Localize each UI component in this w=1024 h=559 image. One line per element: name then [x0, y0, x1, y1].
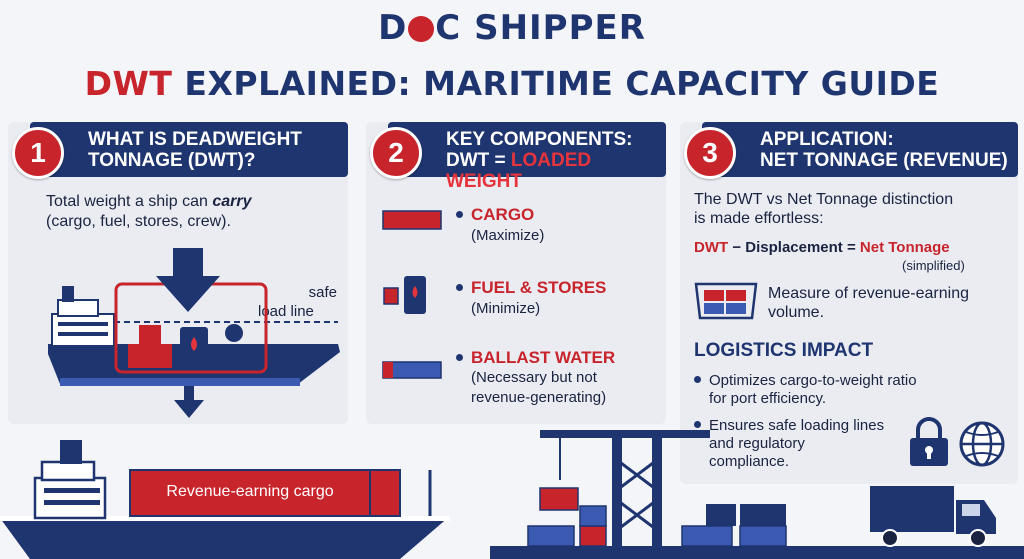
ballast-tank-icon	[382, 361, 442, 379]
panel3-heading-line2: NET TONNAGE (REVENUE)	[760, 150, 1008, 171]
title-rest: EXPLAINED: MARITIME CAPACITY GUIDE	[172, 64, 940, 103]
bullet-dot	[456, 354, 463, 361]
panel-key-components: KEY COMPONENTS: DWT = LOADED WEIGHT 2 CA…	[366, 122, 666, 424]
measure-line2: volume.	[768, 304, 825, 321]
port-crane	[539, 430, 710, 546]
panel2-heading-prefix: DWT =	[446, 150, 511, 171]
cargo-ship	[0, 440, 450, 559]
component-ballast-note1: (Necessary but not	[471, 369, 597, 386]
component-fuel-note: (Minimize)	[471, 300, 541, 317]
load-line-label: load line	[258, 303, 314, 320]
panel-application: APPLICATION: NET TONNAGE (REVENUE) 3 The…	[680, 122, 1018, 484]
panel1-number-badge: 1	[12, 127, 64, 179]
panel1-heading-line2: TONNAGE (DWT)?	[88, 150, 256, 171]
port-scene-illustration	[0, 430, 1024, 559]
panel1-header: WHAT IS DEADWEIGHT TONNAGE (DWT)?	[30, 122, 348, 177]
panel3-number-badge: 3	[684, 127, 736, 179]
impact-bullet-2: Ensures safe loading lines and regulator…	[694, 417, 884, 471]
impact-bullet-2-line3: compliance.	[709, 453, 790, 470]
panel3-description: The DWT vs Net Tonnage distinction is ma…	[694, 190, 953, 228]
globe-icon	[408, 16, 435, 42]
safe-label: safe	[308, 284, 337, 301]
component-cargo-note: (Maximize)	[471, 227, 545, 244]
logo-text-right: C SHIPPER	[435, 8, 646, 48]
logistics-impact-title: LOGISTICS IMPACT	[694, 340, 874, 361]
lock-icon	[910, 417, 948, 466]
cargo-container-icon	[382, 210, 442, 230]
ship-loading-illustration	[48, 248, 340, 418]
impact-bullet-1-line1: Optimizes cargo-to-weight ratio	[709, 372, 917, 389]
bullet-dot	[456, 211, 463, 218]
component-ballast-note2: revenue-generating)	[471, 389, 607, 406]
panel3-desc-line2: is made effortless:	[694, 210, 824, 227]
logo-text-left: D	[378, 8, 408, 48]
panel1-desc-line2: (cargo, fuel, stores, crew).	[46, 213, 231, 230]
panel3-desc-line1: The DWT vs Net Tonnage distinction	[694, 191, 954, 208]
eq-net-tonnage: Net Tonnage	[859, 239, 950, 256]
panel3-header: APPLICATION: NET TONNAGE (REVENUE)	[702, 122, 1018, 177]
component-ballast-label: BALLAST WATER	[471, 348, 616, 367]
measure-line1: Measure of revenue-earning	[768, 285, 970, 302]
panel2-heading-line1: KEY COMPONENTS:	[446, 129, 633, 150]
docshipper-logo: D C SHIPPER	[0, 8, 1024, 48]
bullet-dot	[694, 376, 701, 383]
net-tonnage-equation: DWT − Displacement = Net Tonnage	[694, 238, 950, 257]
fuel-barrel-icon	[383, 276, 426, 314]
container-stack-icon	[694, 282, 758, 320]
eq-displacement: Displacement	[745, 239, 843, 256]
page-title: DWT EXPLAINED: MARITIME CAPACITY GUIDE	[0, 64, 1024, 103]
impact-bullet-2-line1: Ensures safe loading lines	[709, 417, 885, 434]
impact-bullet-2-line2: and regulatory	[709, 435, 805, 452]
panel2-number-badge: 2	[370, 127, 422, 179]
truck-icon	[870, 486, 996, 547]
revenue-cargo-label: Revenue-earning cargo	[166, 483, 334, 500]
panel1-heading-line1: WHAT IS DEADWEIGHT	[88, 129, 302, 150]
panel-what-is-dwt: WHAT IS DEADWEIGHT TONNAGE (DWT)? 1 Tota…	[8, 122, 348, 424]
eq-equals: =	[842, 239, 860, 256]
globe-icon	[959, 421, 1005, 467]
title-highlight: DWT	[84, 64, 173, 103]
impact-bullet-1: Optimizes cargo-to-weight ratio for port…	[694, 372, 917, 408]
safe-load-line-label: safe	[291, 283, 337, 302]
eq-note: (simplified)	[902, 258, 965, 273]
measure-description: Measure of revenue-earning volume.	[768, 284, 969, 322]
security-compliance-icons	[910, 417, 1005, 467]
component-cargo-label: CARGO	[471, 205, 535, 224]
panel1-description: Total weight a ship can carry (cargo, fu…	[46, 192, 251, 232]
component-fuel: FUEL & STORES (Minimize)	[456, 277, 606, 319]
bullet-dot	[456, 284, 463, 291]
component-fuel-label: FUEL & STORES	[471, 278, 607, 297]
bullet-dot	[694, 421, 701, 428]
panel3-heading-line1: APPLICATION:	[760, 129, 894, 150]
impact-bullet-1-line2: for port efficiency.	[709, 390, 826, 407]
panel1-desc-emphasis: carry	[212, 193, 252, 210]
panel2-header: KEY COMPONENTS: DWT = LOADED WEIGHT	[388, 122, 666, 192]
eq-minus: −	[728, 239, 746, 256]
eq-dwt: DWT	[694, 239, 729, 256]
component-ballast: BALLAST WATER (Necessary but not revenue…	[456, 348, 615, 408]
panel2-heading-highlight: LOADED WEIGHT	[446, 150, 592, 192]
panel1-desc-start: Total weight a ship can	[46, 193, 213, 210]
component-cargo: CARGO (Maximize)	[456, 204, 544, 246]
